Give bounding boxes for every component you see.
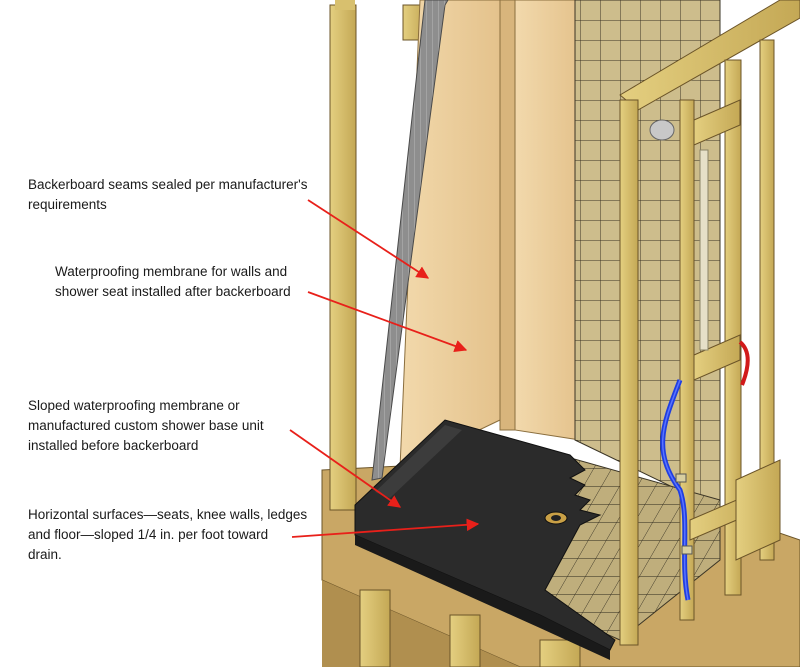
- callout-wall-membrane: Waterproofing membrane for walls and sho…: [55, 262, 291, 302]
- shower-base-membrane: [354, 419, 616, 660]
- leader-arrows: [289, 199, 480, 538]
- callout-line: Backerboard seams sealed per manufacture…: [28, 177, 308, 192]
- callout-line: requirements: [28, 197, 107, 212]
- arrow-sloped-membrane: [289, 429, 402, 508]
- callout-line: drain.: [28, 547, 62, 562]
- callout-line: and floor—sloped 1/4 in. per foot toward: [28, 527, 269, 542]
- arrow-wall-membrane: [307, 291, 468, 353]
- callout-line: Waterproofing membrane for walls and: [55, 264, 288, 279]
- callout-line: shower seat installed after backerboard: [55, 284, 291, 299]
- callout-backerboard-seams: Backerboard seams sealed per manufacture…: [28, 175, 307, 215]
- supply-pipes: [660, 340, 750, 601]
- backerboard-panel: [399, 0, 581, 469]
- callout-line: Sloped waterproofing membrane or: [28, 398, 240, 413]
- callout-sloped-membrane: Sloped waterproofing membrane or manufac…: [28, 396, 264, 456]
- callout-line: installed before backerboard: [28, 438, 199, 453]
- callout-line: manufactured custom shower base unit: [28, 418, 264, 433]
- shower-head-icon: [649, 119, 675, 141]
- tiled-side-wall: [574, 0, 721, 511]
- arrow-backerboard-seams: [307, 199, 430, 279]
- callout-horizontal-surfaces: Horizontal surfaces—seats, knee walls, l…: [28, 505, 307, 565]
- right-wall-framing: [619, 0, 800, 646]
- arrow-horizontal-surfaces: [291, 518, 480, 538]
- callout-line: Horizontal surfaces—seats, knee walls, l…: [28, 507, 308, 522]
